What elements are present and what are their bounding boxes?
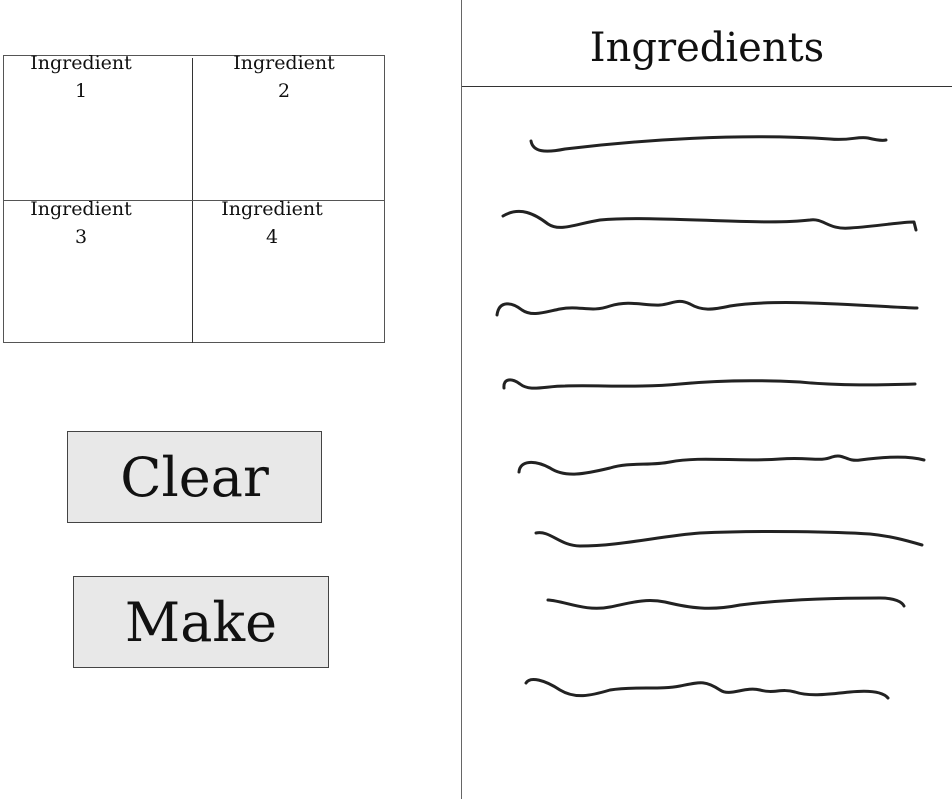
ingredient-slot-number: 1 — [74, 80, 88, 102]
ingredient-slot-number: 4 — [265, 226, 279, 248]
ingredient-slot-label: Ingredient — [233, 52, 335, 74]
ingredient-slot-2[interactable]: Ingredient 2 — [219, 49, 349, 105]
ingredient-slot-1[interactable]: Ingredient 1 — [16, 49, 146, 105]
ingredient-line-placeholder[interactable] — [501, 210, 918, 232]
clear-button[interactable]: Clear — [67, 431, 322, 523]
ingredient-line-placeholder[interactable] — [517, 454, 926, 476]
title-underline — [462, 86, 952, 87]
ingredient-grid — [3, 55, 385, 343]
ingredient-line-placeholder[interactable] — [546, 596, 906, 610]
ingredient-slot-3[interactable]: Ingredient 3 — [16, 195, 146, 251]
grid-divider-horizontal — [4, 200, 385, 201]
ingredient-line-placeholder[interactable] — [534, 529, 924, 548]
ingredient-slot-label: Ingredient — [30, 52, 132, 74]
ingredient-line-placeholder[interactable] — [529, 135, 888, 153]
ingredient-slot-label: Ingredient — [221, 198, 323, 220]
ingredients-panel-title: Ingredients — [589, 25, 825, 71]
ingredient-line-placeholder[interactable] — [495, 299, 919, 317]
ingredient-line-placeholder[interactable] — [502, 378, 917, 390]
ingredient-slot-number: 3 — [74, 226, 88, 248]
ingredient-slot-number: 2 — [277, 80, 291, 102]
make-button[interactable]: Make — [73, 576, 329, 668]
ingredient-slot-4[interactable]: Ingredient 4 — [207, 195, 337, 251]
ingredient-slot-label: Ingredient — [30, 198, 132, 220]
panel-divider — [461, 0, 462, 799]
ingredient-line-placeholder[interactable] — [524, 678, 890, 700]
